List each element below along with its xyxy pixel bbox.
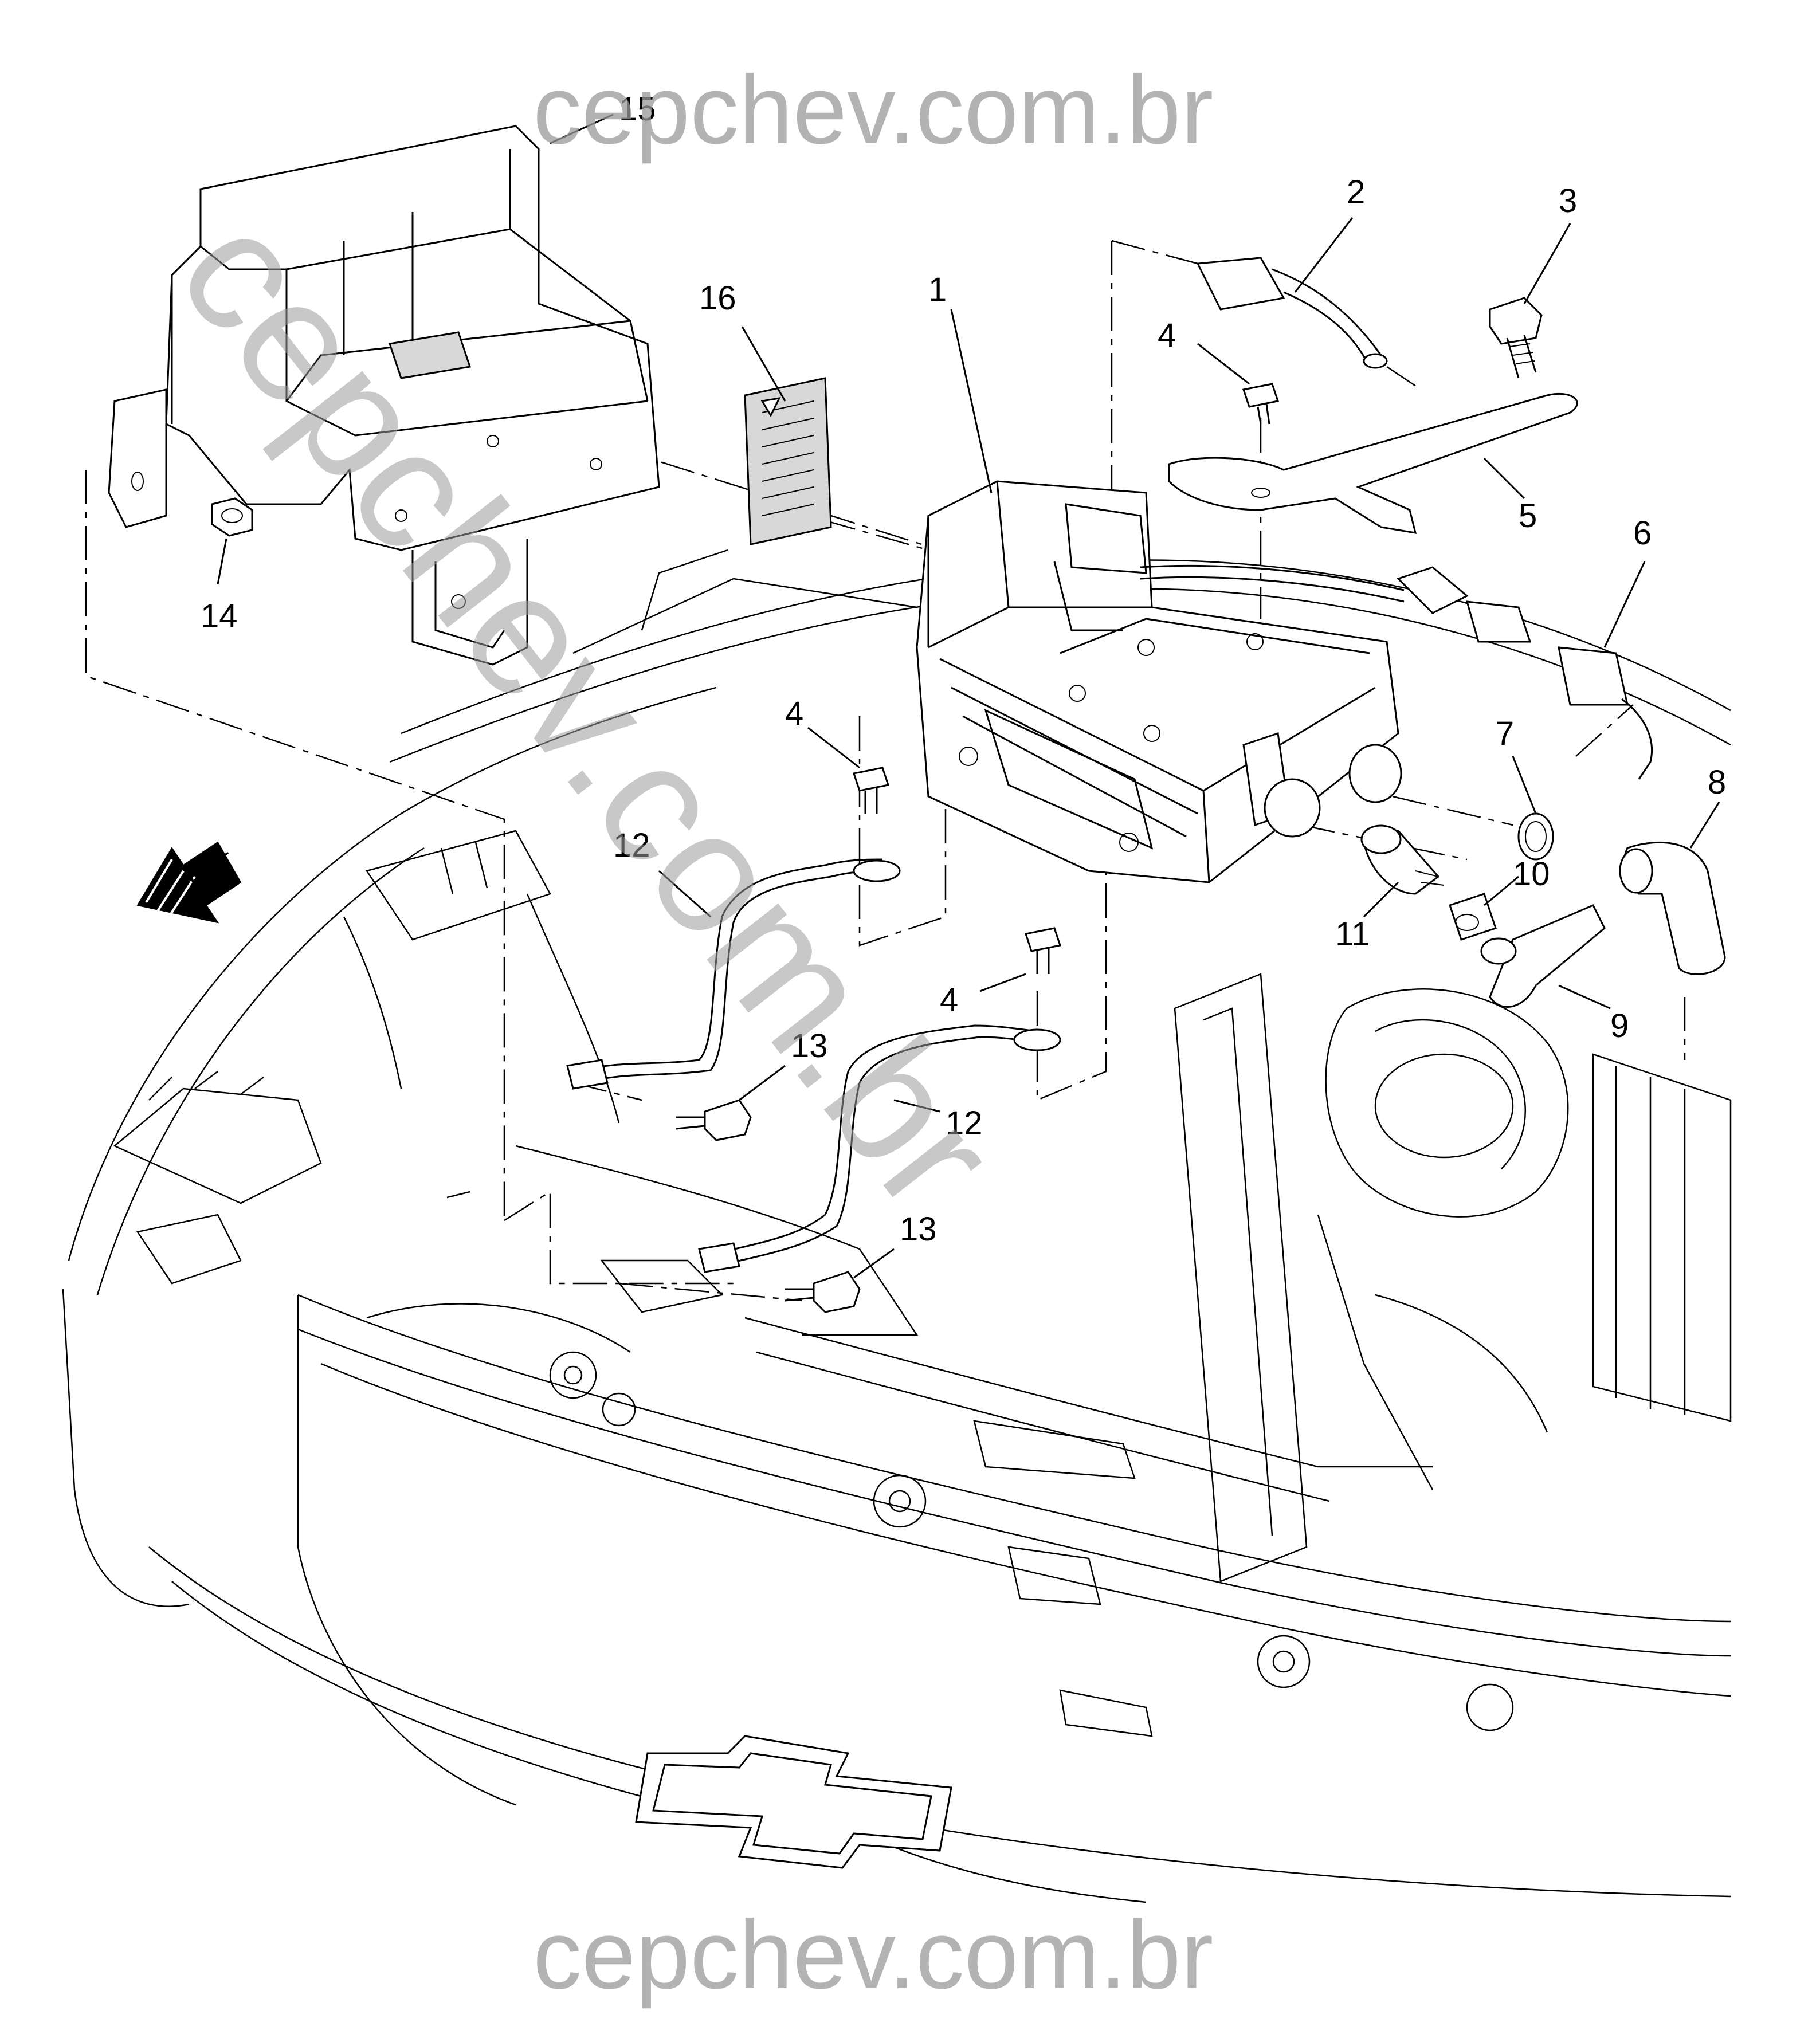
callout-labels: 1 2 3 4 4 4 5 6 7 8 9 10 11 12 12 13 13 … xyxy=(201,91,1726,1248)
callout-12: 12 xyxy=(946,1105,983,1142)
ground-strap-lower xyxy=(698,1024,1061,1273)
callout-11: 11 xyxy=(1335,916,1370,953)
harness-connector xyxy=(1196,257,1388,369)
callout-3: 3 xyxy=(1559,182,1577,219)
abs-module-assembly xyxy=(916,480,1402,883)
pump-harness-connector xyxy=(1140,564,1653,780)
module-mounting-bracket xyxy=(1168,392,1578,534)
callout-4: 4 xyxy=(1158,317,1176,354)
ground-bolt xyxy=(1025,927,1061,974)
bowtie-emblem-icon xyxy=(635,1735,952,1869)
watermark-bottom: cepchev.com.br xyxy=(533,1900,1213,2009)
inlet-pipe xyxy=(1480,904,1606,1008)
callout-4: 4 xyxy=(940,981,958,1019)
watermark-top: cepchev.com.br xyxy=(533,56,1213,164)
callout-leaders xyxy=(217,113,1720,1279)
callout-8: 8 xyxy=(1708,764,1726,801)
callout-13: 13 xyxy=(900,1211,937,1248)
front-direction-arrow-icon xyxy=(136,841,242,924)
ground-strap-bolt xyxy=(785,1271,861,1313)
outlet-hose xyxy=(1619,841,1726,975)
callout-14: 14 xyxy=(201,598,238,635)
ground-bolt xyxy=(853,767,889,814)
warning-label xyxy=(744,377,832,545)
callout-5: 5 xyxy=(1519,497,1537,535)
vehicle-front-body xyxy=(62,549,1732,1903)
bracket-bolt xyxy=(1489,297,1543,379)
callout-13: 13 xyxy=(791,1027,828,1065)
nut-fastener xyxy=(211,497,253,537)
callout-12: 12 xyxy=(613,827,650,864)
callout-16: 16 xyxy=(699,280,736,317)
callout-7: 7 xyxy=(1496,715,1514,752)
check-valve xyxy=(1360,824,1445,895)
module-cover-bracket xyxy=(108,125,660,666)
callout-1: 1 xyxy=(928,271,947,308)
ground-strap-upper xyxy=(566,858,901,1090)
callout-9: 9 xyxy=(1610,1007,1629,1044)
callout-15: 15 xyxy=(619,91,656,128)
callout-6: 6 xyxy=(1633,515,1652,552)
ground-strap-bolt xyxy=(676,1099,752,1141)
callout-10: 10 xyxy=(1513,855,1550,893)
hose-clamp xyxy=(1517,812,1554,861)
module-bolt xyxy=(1242,383,1279,425)
callout-4: 4 xyxy=(785,695,803,732)
callout-2: 2 xyxy=(1347,174,1365,211)
